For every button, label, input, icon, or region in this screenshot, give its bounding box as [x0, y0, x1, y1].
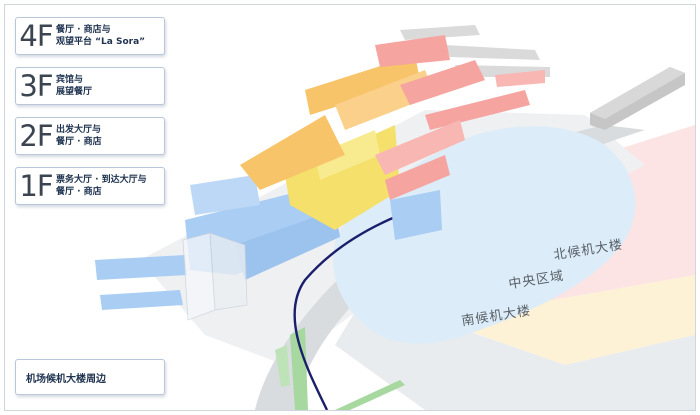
- floor-description: 餐厅 · 商店与 观望平台 “La Sora”: [56, 24, 145, 48]
- floor-button-3f[interactable]: 3F 宾馆与 展望餐厅: [15, 67, 165, 105]
- floor-description: 宾馆与 展望餐厅: [56, 74, 92, 98]
- remote-building-top: [590, 67, 685, 119]
- floor-description: 出发大厅与 餐厅 · 商店: [56, 124, 102, 148]
- floor-number: 4F: [19, 19, 53, 53]
- hotel-tower[interactable]: [182, 232, 248, 321]
- floor-number: 2F: [19, 119, 53, 153]
- floor-description-line: 票务大厅 · 到达大厅与: [56, 175, 147, 185]
- floor-2-building[interactable]: [285, 125, 400, 230]
- floor-description: 票务大厅 · 到达大厅与 餐厅 · 商店: [56, 174, 147, 198]
- floor-description-line: 餐厅 · 商店: [56, 137, 102, 147]
- floor-button-4f[interactable]: 4F 餐厅 · 商店与 观望平台 “La Sora”: [15, 17, 165, 55]
- terminal-map: [95, 25, 695, 410]
- access-route: [293, 213, 401, 410]
- floor-button-2f[interactable]: 2F 出发大厅与 餐厅 · 商店: [15, 117, 165, 155]
- floor-description-line: 出发大厅与: [56, 125, 102, 135]
- green-strip: [335, 380, 405, 410]
- floor-button-1f[interactable]: 1F 票务大厅 · 到达大厅与 餐厅 · 商店: [15, 167, 165, 205]
- floor-description-line: 餐厅 · 商店与: [56, 25, 111, 35]
- green-strip: [290, 327, 308, 410]
- floor-number: 3F: [19, 69, 53, 103]
- map-frame: 北候机大楼 中央区域 南候机大楼 4F 餐厅 · 商店与 观望平台 “La So…: [4, 4, 696, 411]
- floor-description-line: 观望平台 “La Sora”: [56, 37, 146, 47]
- central-zone-band[interactable]: [395, 250, 695, 365]
- floor-description-line: 展望餐厅: [56, 87, 93, 97]
- around-terminal-button[interactable]: 机场候机大楼周边: [15, 359, 165, 395]
- floor-description-line: 餐厅 · 商店: [56, 187, 102, 197]
- green-strip: [275, 345, 290, 387]
- floor-number: 1F: [19, 169, 53, 203]
- floor-4-building[interactable]: [375, 35, 545, 200]
- floor-description-line: 宾馆与: [56, 75, 84, 85]
